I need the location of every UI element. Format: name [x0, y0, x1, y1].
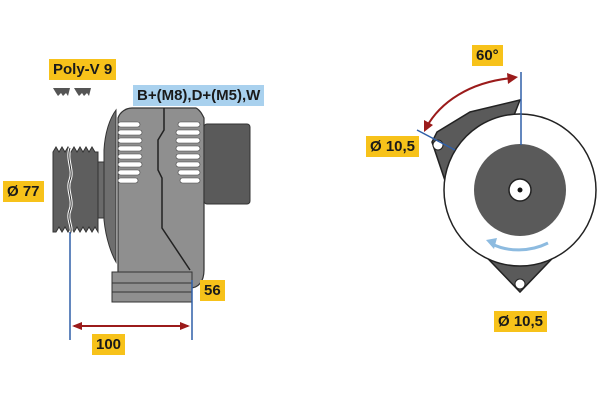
angle-label: 60°: [472, 45, 503, 66]
front-view: [431, 98, 597, 294]
poly-v-belt-icon: [53, 88, 91, 96]
lower-mount-hole-label: Ø 10,5: [494, 311, 548, 332]
depth-56-label: 56: [200, 280, 225, 301]
pulley-diameter-label: Ø 77: [3, 181, 44, 202]
pulley: [52, 146, 105, 235]
upper-mount-hole-label: Ø 10,5: [366, 136, 420, 157]
rotation-arrow-icon: [491, 241, 549, 252]
length-100-label: 100: [92, 334, 126, 355]
angle-dimension: [416, 72, 522, 151]
alternator-body: [103, 107, 251, 303]
belt-type-label: Poly-V 9: [49, 59, 117, 80]
dimension-100: [69, 232, 193, 340]
terminals-label: B+(M8),D+(M5),W: [133, 85, 265, 106]
